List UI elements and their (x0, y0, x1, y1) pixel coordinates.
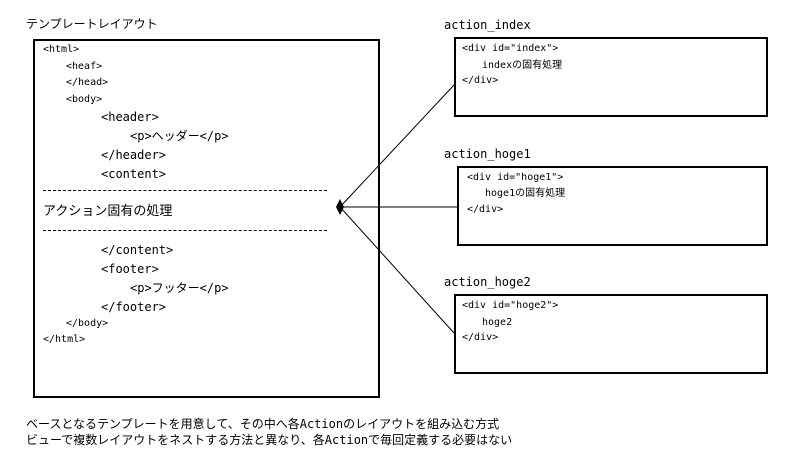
code-line-header-close: </header> (101, 148, 167, 162)
code-line-content-open: <content> (101, 167, 167, 181)
action-index-title: action_index (444, 18, 531, 32)
action-index-box (454, 37, 768, 117)
action-hoge2-box (454, 294, 768, 374)
note-line-1: ベースとなるテンプレートを用意して、その中へ各Actionのレイアウトを組み込む… (26, 417, 500, 431)
note-line-2: ビューで複数レイアウトをネストする方法と異なり、各Actionで毎回定義する必要… (26, 433, 513, 447)
template-title: テンプレートレイアウト (26, 17, 158, 31)
action-hoge2-line-2: hoge2 (482, 317, 513, 328)
action-index-line-1: <div id="index"> (462, 43, 559, 54)
code-line-footer-close: </footer> (101, 300, 167, 314)
action-hoge1-line-3: </div> (467, 204, 504, 215)
action-hoge2-line-3: </div> (462, 332, 499, 343)
divider-bottom (43, 230, 327, 231)
template-box (33, 39, 380, 398)
code-line-header-text: <p>ヘッダー</p> (130, 129, 229, 143)
connector-junction-diamond (336, 199, 344, 215)
divider-top (43, 190, 327, 191)
action-hoge1-line-2: hoge1の固有処理 (485, 188, 566, 199)
action-hoge2-title: action_hoge2 (444, 275, 531, 289)
code-line-content-close: </content> (101, 243, 174, 257)
connector-index (339, 84, 455, 208)
code-line-body-open: <body> (66, 94, 103, 105)
action-hoge1-title: action_hoge1 (444, 147, 531, 161)
action-index-line-3: </div> (462, 75, 499, 86)
code-line-html-close: </html> (43, 334, 86, 345)
code-line-footer-text: <p>フッター</p> (130, 281, 229, 295)
connector-hoge2 (339, 206, 455, 334)
action-hoge1-line-1: <div id="hoge1"> (467, 172, 564, 183)
code-line-footer-open: <footer> (101, 262, 159, 276)
action-hoge2-line-1: <div id="hoge2"> (462, 300, 559, 311)
code-line-head-open: <heaf> (66, 61, 103, 72)
code-line-head-close: </head> (66, 77, 109, 88)
code-line-html-open: <html> (43, 44, 80, 55)
action-hoge1-box (457, 166, 768, 246)
action-slot-label: アクション固有の処理 (43, 204, 173, 219)
action-index-line-2: indexの固有処理 (482, 60, 563, 71)
code-line-body-close: </body> (66, 318, 109, 329)
code-line-header-open: <header> (101, 110, 159, 124)
